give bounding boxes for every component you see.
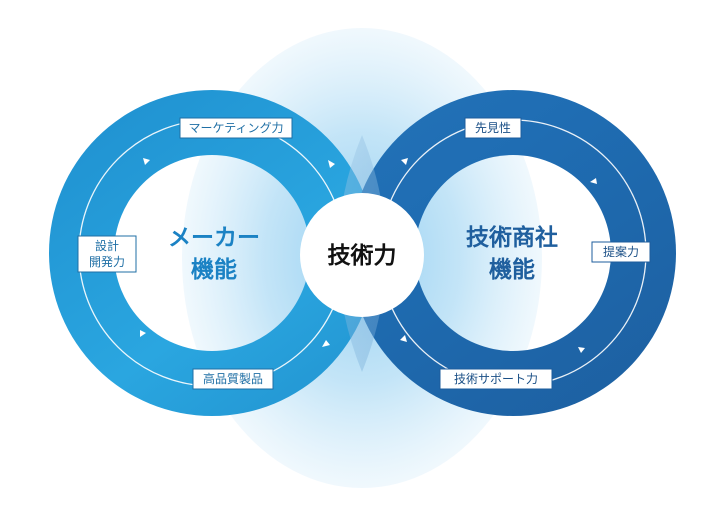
arrow-icon	[590, 178, 597, 184]
tag-design-dev: 設計 開発力	[77, 235, 137, 273]
tag-proposal: 提案力	[591, 241, 651, 263]
tag-marketing-label: マーケティング力	[188, 121, 283, 135]
tag-foresight: 先見性	[464, 117, 522, 139]
tag-foresight-label: 先見性	[475, 121, 511, 135]
tag-marketing: マーケティング力	[179, 117, 293, 139]
right-orbit-arrows	[400, 158, 597, 353]
tag-proposal-label: 提案力	[603, 244, 639, 259]
left-title-line2: 機能	[191, 256, 237, 283]
tag-box	[464, 117, 522, 139]
center-circle	[300, 193, 424, 317]
tag-box	[439, 368, 553, 390]
left-title-line1: メーカー	[168, 225, 260, 251]
right-title-line1: 技術商社	[466, 224, 558, 251]
arrow-icon	[143, 158, 150, 165]
tag-design-line1: 設計	[95, 238, 119, 253]
arrow-icon	[140, 330, 146, 337]
tag-box	[179, 117, 293, 139]
arrow-icon	[322, 340, 330, 347]
arrow-icon	[400, 335, 407, 342]
arrow-icon	[328, 160, 335, 168]
arrow-icon	[578, 347, 585, 353]
left-orbit-arrows	[140, 158, 335, 347]
tag-quality-label: 高品質製品	[203, 371, 263, 386]
right-title-line2: 機能	[489, 256, 535, 283]
tag-quality-products: 高品質製品	[192, 368, 274, 390]
arrow-icon	[401, 158, 408, 165]
tag-design-line2: 開発力	[89, 255, 125, 269]
tag-tech-support-label: 技術サポート力	[454, 372, 538, 386]
tag-box	[591, 241, 651, 263]
tag-box	[77, 235, 137, 273]
center-label: 技術力	[328, 242, 397, 269]
tag-box	[192, 368, 274, 390]
tag-tech-support: 技術サポート力	[439, 368, 553, 390]
